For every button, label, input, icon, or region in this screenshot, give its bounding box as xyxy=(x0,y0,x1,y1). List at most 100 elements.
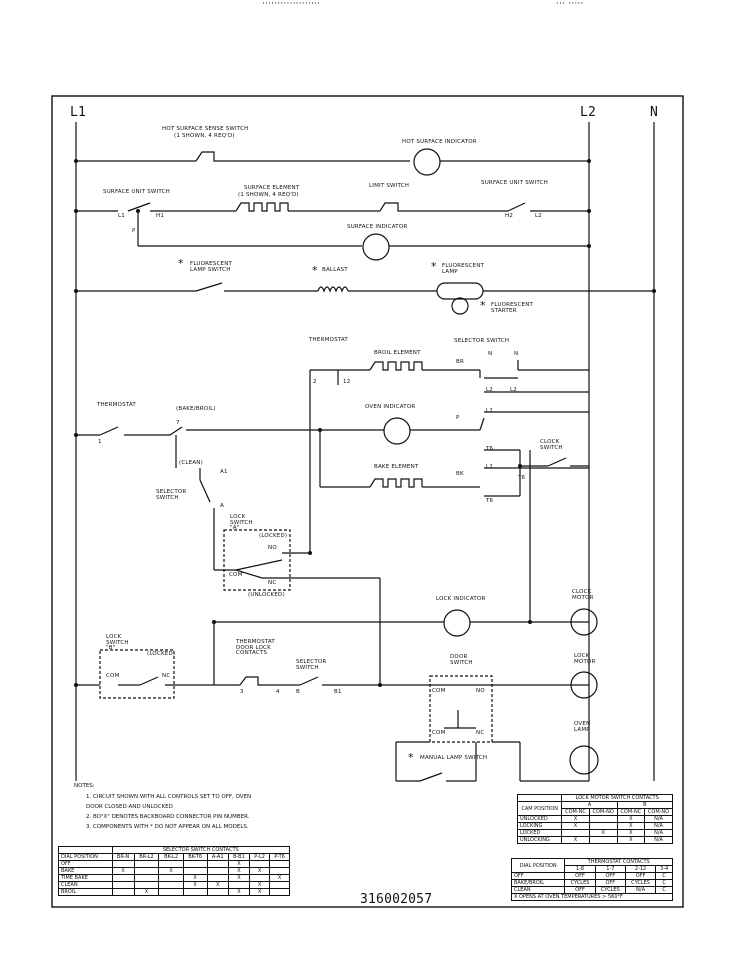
bake-broil-label: (BAKE/BROIL) xyxy=(176,406,216,412)
door-terminal-no: NO xyxy=(476,688,485,694)
table-cell xyxy=(206,874,229,882)
terminal-com-b: COM xyxy=(106,673,120,679)
surface-unit-switch-left-label: SURFACE UNIT SWITCH xyxy=(103,189,170,195)
table-cell xyxy=(133,881,160,889)
table-title: SELECTOR SWITCH CONTACTS xyxy=(111,846,291,854)
terminal-no: NO xyxy=(268,545,277,551)
table-cell: CYCLES xyxy=(564,879,596,887)
terminal-com: COM xyxy=(229,572,243,578)
lock-switch-b-label: LOCK SWITCH "B" xyxy=(106,634,129,651)
table-header: 2-12 xyxy=(624,865,657,873)
table-cell xyxy=(158,888,184,896)
terminal-h1: H1 xyxy=(156,213,165,219)
ballast-asterisk: * xyxy=(312,264,318,277)
table-header: COM-NC xyxy=(561,808,590,816)
note-line: 1. CIRCUIT SHOWN WITH ALL CONTROLS SET T… xyxy=(86,794,252,800)
table-cell: TIME BAKE xyxy=(58,874,113,882)
table-header: BR-N xyxy=(111,853,135,861)
hot-surface-sense-switch-label: HOT SURFACE SENSE SWITCH xyxy=(162,126,249,132)
lock-switch-a-label: LOCK SWITCH "A" xyxy=(230,514,253,531)
terminal-a1: A1 xyxy=(220,469,228,475)
door-terminal-com: COM xyxy=(432,688,446,694)
table-title: THERMOSTAT CONTACTS xyxy=(564,858,673,866)
rail-l2: L2 xyxy=(580,105,597,120)
table-header: CAM POSITION xyxy=(516,801,563,816)
table-cell xyxy=(133,860,160,868)
surface-unit-switch-right-label: SURFACE UNIT SWITCH xyxy=(481,180,548,186)
table-cell: CLEAN xyxy=(510,886,566,894)
table-cell: N/A xyxy=(644,815,673,823)
clock-motor-label: CLOCK MOTOR xyxy=(572,589,594,601)
table-header: BK-L2 xyxy=(158,853,184,861)
unlocked-label: (UNLOCKED) xyxy=(248,592,285,598)
manual-lamp-switch-label: MANUAL LAMP SWITCH xyxy=(420,755,488,761)
table-cell xyxy=(111,888,135,896)
table-cell: X xyxy=(588,829,618,837)
terminal-7: 7 xyxy=(176,420,180,426)
table-cell: LOCKED xyxy=(516,829,563,837)
surface-element-note: (1 SHOWN, 4 REQ'D) xyxy=(238,192,299,198)
table-cell: X xyxy=(561,836,590,844)
table-title: LOCK MOTOR SWITCH CONTACTS xyxy=(561,794,673,802)
table-cell xyxy=(111,860,135,868)
selector-switch-table: SELECTOR SWITCH CONTACTS DIAL POSITION B… xyxy=(58,846,291,896)
table-cell xyxy=(269,867,290,875)
table-cell: X xyxy=(269,874,290,882)
table-cell: X xyxy=(561,822,590,830)
table-cell: X xyxy=(111,867,135,875)
table-cell: X xyxy=(616,815,646,823)
table-cell: LOCKING xyxy=(516,822,563,830)
fluorescent-starter-asterisk: * xyxy=(480,299,486,312)
table-cell xyxy=(111,874,135,882)
table-footnote: X OPENS AT OVEN TEMPERATURES > 560°F xyxy=(511,893,673,901)
table-header: P-T6 xyxy=(269,853,290,861)
door-terminal-nc: NC xyxy=(476,730,485,736)
table-cell: X xyxy=(227,860,251,868)
table-cell: X xyxy=(182,881,208,889)
table-header: P-L2 xyxy=(249,853,271,861)
table-cell: N/A xyxy=(624,886,657,894)
table-cell xyxy=(249,874,271,882)
terminal-t6b: T6 xyxy=(486,498,494,504)
terminal-4: 4 xyxy=(276,689,280,695)
table-header: COM-NO xyxy=(644,808,673,816)
hot-surface-sense-switch-note: (1 SHOWN, 4 REQ'D) xyxy=(174,133,235,139)
table-cell xyxy=(111,881,135,889)
table-cell: X xyxy=(616,829,646,837)
door-terminal-com2: COM xyxy=(432,730,446,736)
surface-element-label: SURFACE ELEMENT xyxy=(244,185,300,191)
terminal-bk: BK xyxy=(456,471,464,477)
table-cell: X xyxy=(206,881,229,889)
terminal-l2d: L2 xyxy=(486,464,493,470)
table-cell xyxy=(588,815,618,823)
table-cell xyxy=(158,860,184,868)
note-line: DOOR CLOSED AND UNLOCKED xyxy=(86,804,173,810)
table-cell: BAKE/BROIL xyxy=(510,879,566,887)
clock-switch-label: CLOCK SWITCH xyxy=(540,439,563,451)
table-cell: OFF xyxy=(58,860,113,868)
table-cell: N/A xyxy=(644,836,673,844)
table-cell xyxy=(269,888,290,896)
terminal-nc-b: NC xyxy=(162,673,171,679)
table-header: DIAL POSITION xyxy=(58,853,113,861)
fluorescent-lamp-label: FLUORESCENT LAMP xyxy=(442,263,485,275)
note-line: 2. BO"X" DENOTES BACKBOARD CONNECTOR PIN… xyxy=(86,814,250,820)
table-cell xyxy=(588,822,618,830)
table-cell: CYCLES xyxy=(594,886,626,894)
table-cell: X xyxy=(133,888,160,896)
table-cell xyxy=(158,881,184,889)
table-row: OFF X xyxy=(58,860,290,868)
terminal-t6c: T6 xyxy=(518,475,526,481)
table-cell: UNLOCKING xyxy=(516,836,563,844)
table-header: A xyxy=(561,801,618,809)
fluorescent-starter-label: FLUORESCENT STARTER xyxy=(491,302,534,314)
selector-switch-left-label: SELECTOR SWITCH xyxy=(156,489,187,501)
table-cell xyxy=(182,860,208,868)
